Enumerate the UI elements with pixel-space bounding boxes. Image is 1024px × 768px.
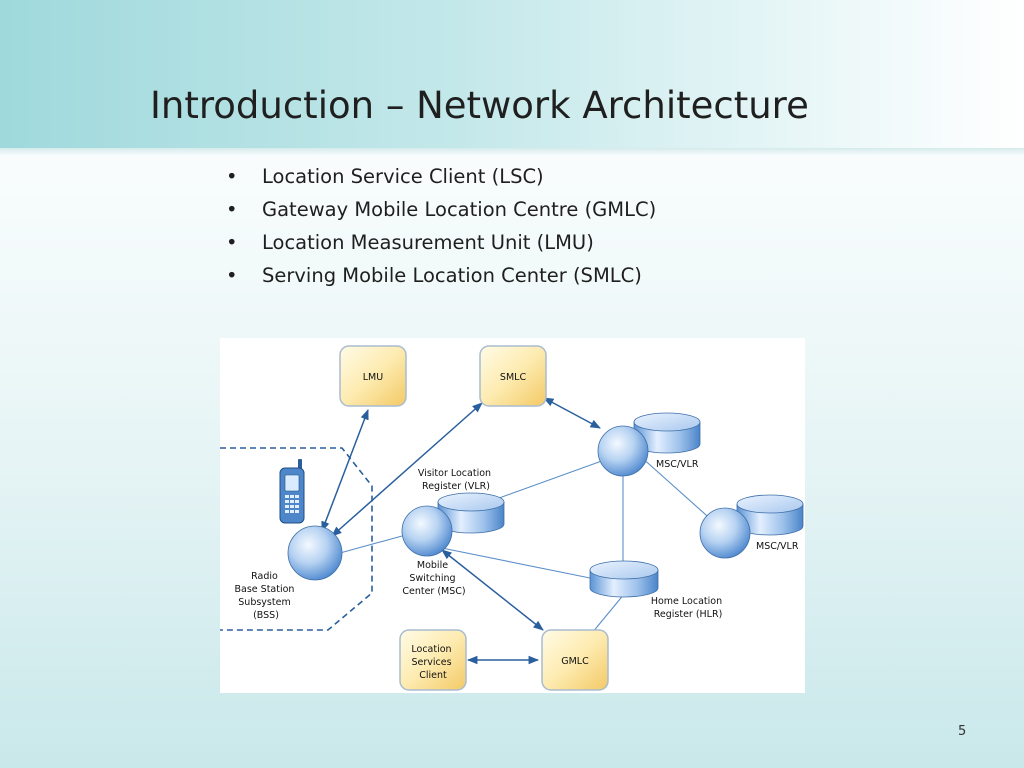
- msc-node: Visitor Location Register (VLR) Mobile S…: [401, 468, 505, 597]
- lsc-label-line: Client: [419, 670, 447, 681]
- msc-vlr-right-node: MSC/VLR: [699, 494, 804, 559]
- bullet-item: • Location Measurement Unit (LMU): [224, 226, 656, 259]
- link-hlr-gmlc: [591, 592, 626, 634]
- bullet-text: Location Service Client (LSC): [262, 165, 544, 188]
- bullet-marker: •: [226, 198, 238, 221]
- bss-node: Radio Base Station Subsystem (BSS): [235, 525, 343, 621]
- lsc-label-line: Services: [411, 657, 451, 668]
- bullet-item: • Serving Mobile Location Center (SMLC): [224, 259, 656, 292]
- diagram-svg: LMU SMLC Location Services Client GMLC M…: [220, 345, 804, 691]
- vlr-label-line: Register (VLR): [422, 481, 490, 492]
- vlr-label-line: Visitor Location: [418, 468, 491, 479]
- hlr-node: Home Location Register (HLR): [589, 560, 725, 620]
- title-band-shadow: [0, 148, 1024, 156]
- gmlc-node: GMLC: [541, 629, 609, 691]
- hlr-label-line: Home Location: [651, 596, 722, 607]
- hlr-label-line: Register (HLR): [654, 609, 723, 620]
- bullet-text: Location Measurement Unit (LMU): [262, 231, 594, 254]
- lsc-node: Location Services Client: [399, 629, 467, 691]
- lmu-node: LMU: [339, 345, 407, 407]
- slide-title: Introduction – Network Architecture: [150, 84, 809, 127]
- bss-label-line: Radio: [251, 571, 278, 582]
- bss-label-line: Base Station: [235, 584, 295, 595]
- lsc-label-line: Location: [411, 644, 451, 655]
- bullet-marker: •: [226, 264, 238, 287]
- svg-text:Location Services: Location Services Client: [411, 644, 454, 681]
- svg-text:Visitor Location Registe: Visitor Location Register (VLR): [418, 468, 494, 492]
- bullet-text: Gateway Mobile Location Centre (GMLC): [262, 198, 657, 221]
- smlc-label: SMLC: [500, 372, 527, 383]
- link-msc-bss: [339, 535, 403, 554]
- arrow-msc-gmlc: [441, 549, 544, 631]
- bss-label-line: (BSS): [253, 610, 279, 621]
- page-number: 5: [958, 724, 967, 739]
- link-mscvlr-top-mscvlr-right: [639, 455, 716, 524]
- bullet-marker: •: [226, 165, 238, 188]
- network-architecture-diagram: LMU SMLC Location Services Client GMLC M…: [220, 338, 805, 693]
- svg-text:Radio Base Station: Radio Base Station Subsystem (BSS): [235, 571, 298, 621]
- msc-label-line: Mobile: [417, 560, 448, 571]
- msc-label-line: Center (MSC): [402, 586, 465, 597]
- bullet-item: • Gateway Mobile Location Centre (GMLC): [224, 193, 656, 226]
- msc-vlr-top-node: MSC/VLR: [597, 412, 701, 477]
- diagram-arrows: [321, 397, 601, 665]
- arrow-bss-lmu: [321, 409, 369, 532]
- bullet-list: • Location Service Client (LSC) • Gateway …: [224, 160, 656, 292]
- lmu-label: LMU: [363, 372, 383, 383]
- msc-vlr-top-label: MSC/VLR: [656, 459, 699, 470]
- bss-label-line: Subsystem: [238, 597, 290, 608]
- mobile-phone-icon: [279, 459, 305, 524]
- msc-vlr-right-label: MSC/VLR: [756, 541, 799, 552]
- smlc-node: SMLC: [479, 345, 547, 407]
- gmlc-label: GMLC: [561, 656, 589, 667]
- svg-text:Home Location Register (: Home Location Register (HLR): [651, 596, 725, 620]
- title-band: [0, 0, 1024, 148]
- bullet-marker: •: [226, 231, 238, 254]
- bullet-item: • Location Service Client (LSC): [224, 160, 656, 193]
- arrow-smlc-mscvlr: [543, 397, 601, 429]
- msc-label-line: Switching: [409, 573, 455, 584]
- bullet-text: Serving Mobile Location Center (SMLC): [262, 264, 642, 287]
- svg-text:Mobile Switching C: Mobile Switching Center (MSC): [402, 560, 465, 597]
